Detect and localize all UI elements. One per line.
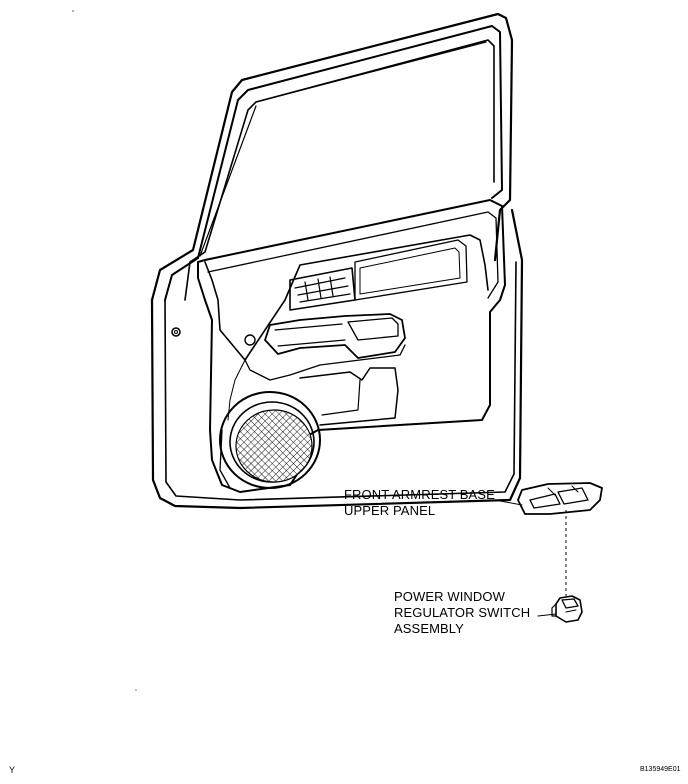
armrest-panel-callout: FRONT ARMREST BASE UPPER PANEL xyxy=(344,487,495,519)
armrest-base-upper-panel xyxy=(517,482,603,515)
door-window-frame xyxy=(150,12,514,302)
corner-mark-left: Y xyxy=(9,765,16,775)
power-window-switch-assembly xyxy=(551,595,583,623)
switch-leader-line xyxy=(537,613,557,617)
armrest-leader-line xyxy=(494,499,523,506)
door-outer-shell xyxy=(150,208,524,510)
armrest-panel-label-line2: UPPER PANEL xyxy=(344,503,436,518)
switch-assembly-label-line1: POWER WINDOW xyxy=(394,589,505,604)
switch-assembly-label-line2: REGULATOR SWITCH xyxy=(394,605,531,620)
switch-assembly-callout: POWER WINDOW REGULATOR SWITCH ASSEMBLY xyxy=(394,589,530,637)
speaker-grille xyxy=(219,391,321,489)
figure-code: B135949E01 xyxy=(640,766,681,773)
switch-assembly-label-line3: ASSEMBLY xyxy=(394,621,464,636)
armrest-panel-label-line1: FRONT ARMREST BASE xyxy=(344,487,495,502)
leader-lines xyxy=(494,499,567,617)
